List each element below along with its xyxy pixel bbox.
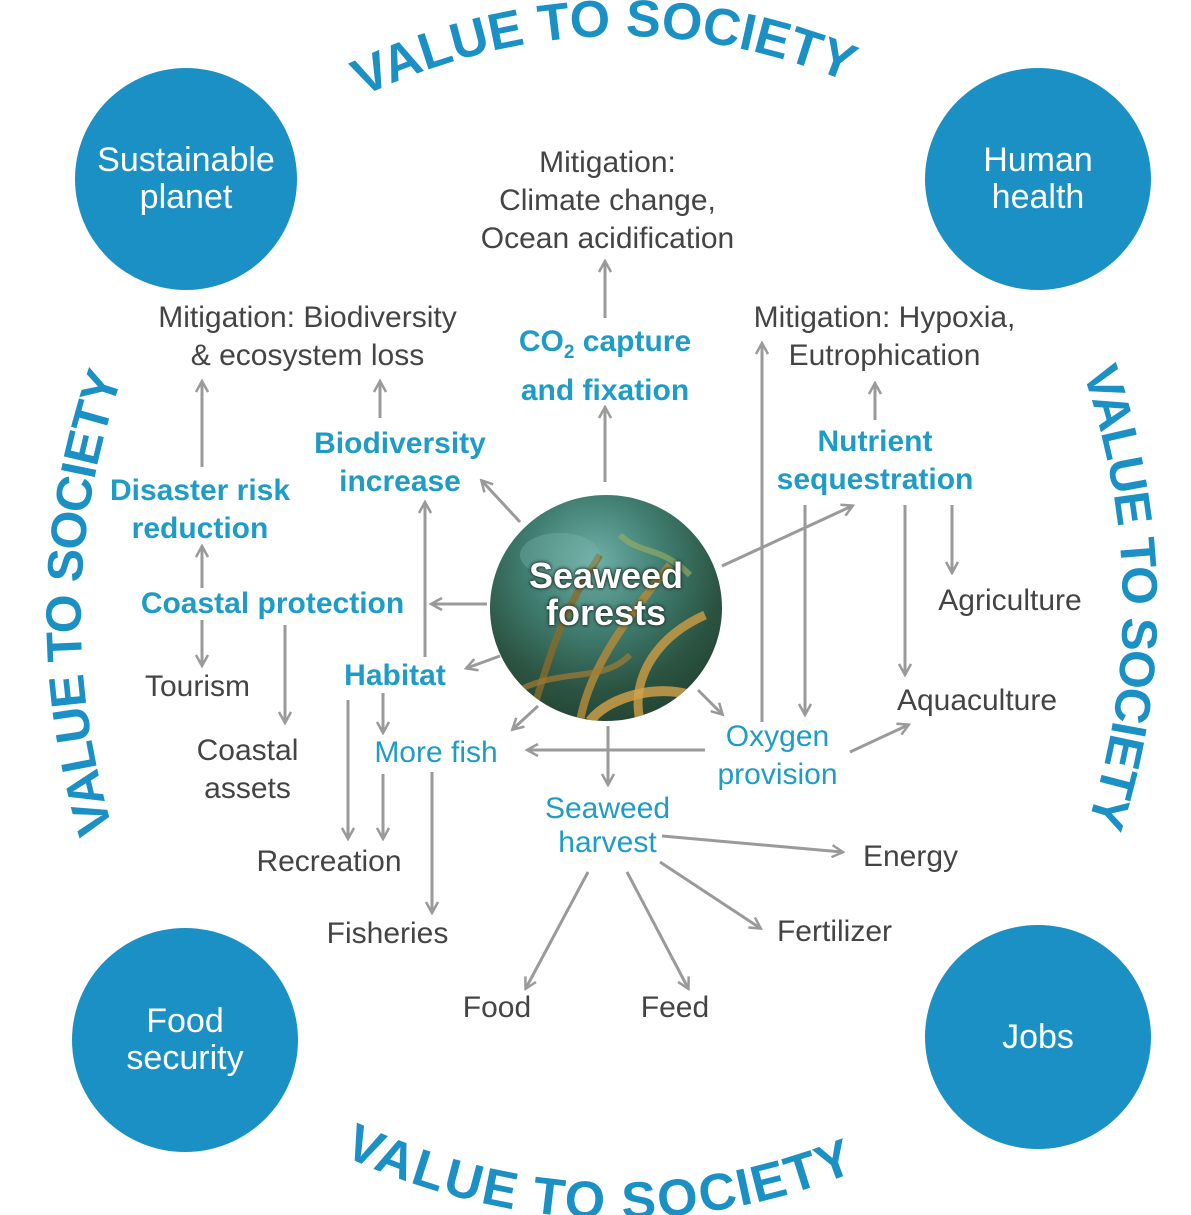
circle-jobs: Jobs — [925, 925, 1151, 1149]
arrow-forest-to-habitat — [467, 654, 501, 668]
outcome-feed: Feed — [640, 991, 710, 1024]
service-more-fish: More fish — [374, 736, 498, 769]
sustainable-planet-label: Sustainable planet — [97, 141, 275, 216]
service-nutrient-sequestration: Nutrient sequestration — [776, 425, 974, 496]
circle-food-security: Food security — [72, 928, 298, 1152]
arrow-forest-to-nutrient — [721, 506, 852, 568]
service-disaster-risk-reduction: Disaster risk reduction — [109, 474, 291, 545]
co2-subscript: 2 — [563, 342, 575, 363]
food-security-label: Food security — [126, 1002, 244, 1077]
service-biodiversity-increase: Biodiversity increase — [314, 427, 486, 498]
outcome-mitigation-biodiversity: Mitigation: Biodiversity & ecosystem los… — [158, 301, 457, 372]
service-coastal-protection: Coastal protection — [140, 587, 405, 620]
jobs-label: Jobs — [1002, 1017, 1074, 1056]
center-title: Seaweed forests — [528, 555, 684, 633]
outcome-aquaculture: Aquaculture — [896, 684, 1058, 717]
outcome-recreation: Recreation — [256, 845, 402, 878]
outcome-fertilizer: Fertilizer — [776, 915, 892, 948]
outcome-energy: Energy — [862, 840, 959, 873]
arrow-harvest-to-fertilizer — [659, 860, 760, 928]
outcome-coastal-assets: Coastal assets — [196, 734, 299, 805]
arrow-forest-to-biodiversity — [482, 481, 522, 524]
outcome-tourism: Tourism — [144, 670, 250, 703]
co2-capture-rest: capture — [574, 325, 692, 358]
circle-sustainable-planet: Sustainable planet — [75, 68, 297, 290]
kelp-illustration — [508, 532, 707, 721]
co2-line2: and fixation — [520, 374, 690, 407]
outcome-fisheries: Fisheries — [326, 917, 449, 950]
outcome-food: Food — [462, 991, 532, 1024]
co2-prefix: CO — [518, 325, 564, 358]
service-seaweed-harvest: Seaweed harvest — [544, 792, 671, 859]
circle-human-health: Human health — [925, 68, 1151, 290]
service-co2-capture: CO2 capture and fixation — [490, 323, 720, 410]
service-oxygen-provision: Oxygen provision — [717, 720, 838, 791]
outcome-mitigation-hypoxia: Mitigation: Hypoxia, Eutrophication — [753, 301, 1016, 372]
outcome-mitigation-climate: Mitigation: Climate change, Ocean acidif… — [480, 146, 735, 255]
outcome-agriculture: Agriculture — [938, 584, 1082, 617]
arrow-harvest-to-feed — [625, 871, 688, 988]
arrow-forest-to-oxygen — [696, 688, 722, 714]
arrow-oxygen-to-aquaculture — [849, 725, 908, 754]
service-habitat: Habitat — [344, 659, 446, 692]
arrow-harvest-to-energy — [661, 834, 842, 852]
seaweed-forest-photo: Seaweed forests — [490, 495, 722, 721]
human-health-label: Human health — [983, 141, 1093, 216]
arrow-harvest-to-food — [526, 871, 590, 988]
